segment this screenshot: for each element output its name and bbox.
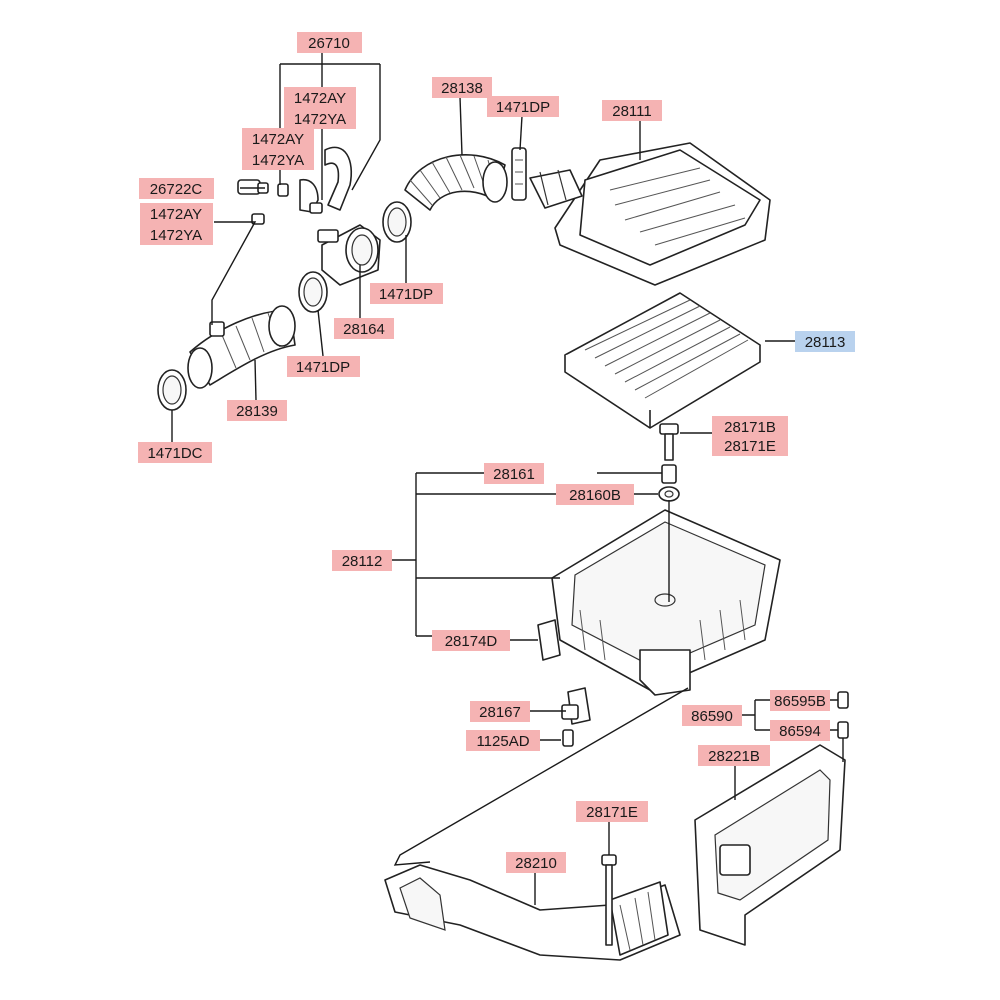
- callout-86590[interactable]: 86590: [682, 705, 742, 726]
- svg-text:1471DP: 1471DP: [296, 359, 350, 376]
- svg-text:1472AY: 1472AY: [294, 90, 346, 107]
- part-breather-hose-26710[interactable]: [299, 146, 352, 213]
- svg-text:1472AY: 1472AY: [252, 131, 304, 148]
- svg-text:1472YA: 1472YA: [150, 227, 202, 244]
- part-bolt-28171b[interactable]: [659, 423, 679, 461]
- svg-text:28113: 28113: [805, 334, 846, 351]
- callout-28113[interactable]: 28113: [795, 331, 855, 352]
- part-bracket-28174d[interactable]: [537, 619, 561, 661]
- part-bolts-86595b-86594[interactable]: [837, 691, 849, 739]
- callout-1472ya-a[interactable]: 1472YA: [284, 108, 356, 129]
- part-hose-28139[interactable]: [187, 305, 296, 389]
- svg-text:26722C: 26722C: [150, 181, 203, 198]
- part-deflector-28221b[interactable]: [694, 744, 846, 946]
- callout-28171e-b[interactable]: 28171E: [576, 801, 648, 822]
- svg-text:28171E: 28171E: [724, 438, 776, 455]
- part-intake-hose-28138[interactable]: [404, 154, 508, 211]
- svg-text:86590: 86590: [691, 708, 733, 725]
- callout-28111[interactable]: 28111: [602, 100, 662, 121]
- svg-text:28112: 28112: [342, 553, 383, 570]
- part-clamp-1471dp-top[interactable]: [511, 147, 527, 201]
- callout-28161[interactable]: 28161: [484, 463, 544, 484]
- callout-26722c[interactable]: 26722C: [139, 178, 214, 199]
- callout-28171b[interactable]: 28171B: [712, 416, 788, 437]
- svg-text:28164: 28164: [343, 321, 385, 338]
- callout-28164[interactable]: 28164: [334, 318, 394, 339]
- svg-text:28138: 28138: [441, 80, 483, 97]
- callout-28160b[interactable]: 28160B: [556, 484, 634, 505]
- callout-26710[interactable]: 26710: [297, 32, 362, 53]
- svg-text:28210: 28210: [515, 855, 557, 872]
- callout-1471dc[interactable]: 1471DC: [138, 442, 212, 463]
- svg-text:86594: 86594: [779, 723, 821, 740]
- part-air-cleaner-body-28112[interactable]: [551, 509, 781, 696]
- callout-28171e-a[interactable]: 28171E: [712, 435, 788, 456]
- svg-text:28171B: 28171B: [724, 419, 776, 436]
- callout-1472ay-a[interactable]: 1472AY: [284, 87, 356, 108]
- callout-1471dp-a[interactable]: 1471DP: [487, 96, 559, 117]
- part-bracket-28167[interactable]: [561, 687, 591, 725]
- svg-text:28160B: 28160B: [569, 487, 621, 504]
- part-clamp-1471dp-middle[interactable]: [382, 201, 412, 243]
- callout-28139[interactable]: 28139: [227, 400, 287, 421]
- svg-text:1472AY: 1472AY: [150, 206, 202, 223]
- part-pcv-valve-26722c[interactable]: [237, 179, 269, 195]
- leader-lines: [171, 52, 844, 905]
- svg-text:1125AD: 1125AD: [476, 733, 529, 750]
- svg-text:1472YA: 1472YA: [294, 111, 346, 128]
- callout-1471dp-c[interactable]: 1471DP: [287, 356, 360, 377]
- svg-text:1471DC: 1471DC: [147, 445, 202, 462]
- svg-text:1471DP: 1471DP: [496, 99, 550, 116]
- svg-text:28167: 28167: [479, 704, 521, 721]
- part-intake-duct-28210[interactable]: [384, 864, 681, 961]
- callout-28112[interactable]: 28112: [332, 550, 392, 571]
- part-collar-28161[interactable]: [661, 464, 677, 484]
- callout-86594[interactable]: 86594: [770, 720, 830, 741]
- callout-1471dp-b[interactable]: 1471DP: [370, 283, 443, 304]
- callout-28210[interactable]: 28210: [506, 852, 566, 873]
- part-airflow-sensor-28164[interactable]: [317, 224, 381, 286]
- callout-1472ya-c[interactable]: 1472YA: [140, 224, 213, 245]
- part-air-cleaner-cover[interactable]: [529, 142, 771, 286]
- svg-text:1472YA: 1472YA: [252, 152, 304, 169]
- part-clamp-1471dc[interactable]: [157, 369, 187, 411]
- part-hose-clamps-1472[interactable]: [251, 183, 323, 225]
- svg-text:1471DP: 1471DP: [379, 286, 433, 303]
- svg-text:28139: 28139: [236, 403, 278, 420]
- callout-28138[interactable]: 28138: [432, 77, 492, 98]
- svg-text:28174D: 28174D: [445, 633, 498, 650]
- callout-1125ad[interactable]: 1125AD: [466, 730, 540, 751]
- callout-1472ya-b[interactable]: 1472YA: [242, 149, 314, 170]
- part-air-filter-28113[interactable]: [564, 292, 761, 429]
- callout-28221b[interactable]: 28221B: [698, 745, 770, 766]
- callout-28167[interactable]: 28167: [470, 701, 530, 722]
- part-clamp-1471dp-lower[interactable]: [298, 271, 328, 313]
- svg-text:28171E: 28171E: [586, 804, 638, 821]
- callout-1472ay-b[interactable]: 1472AY: [242, 128, 314, 149]
- part-bolt-1125ad[interactable]: [562, 729, 574, 747]
- part-grommet-28160b[interactable]: [658, 486, 680, 502]
- guide-lines: [393, 500, 689, 866]
- callout-28174d[interactable]: 28174D: [432, 630, 510, 651]
- svg-text:86595B: 86595B: [774, 693, 826, 710]
- callout-1472ay-c[interactable]: 1472AY: [140, 203, 213, 224]
- svg-text:28111: 28111: [612, 103, 652, 120]
- svg-text:28161: 28161: [493, 466, 535, 483]
- svg-text:26710: 26710: [308, 35, 350, 52]
- callout-86595b[interactable]: 86595B: [770, 690, 830, 711]
- svg-text:28221B: 28221B: [708, 748, 760, 765]
